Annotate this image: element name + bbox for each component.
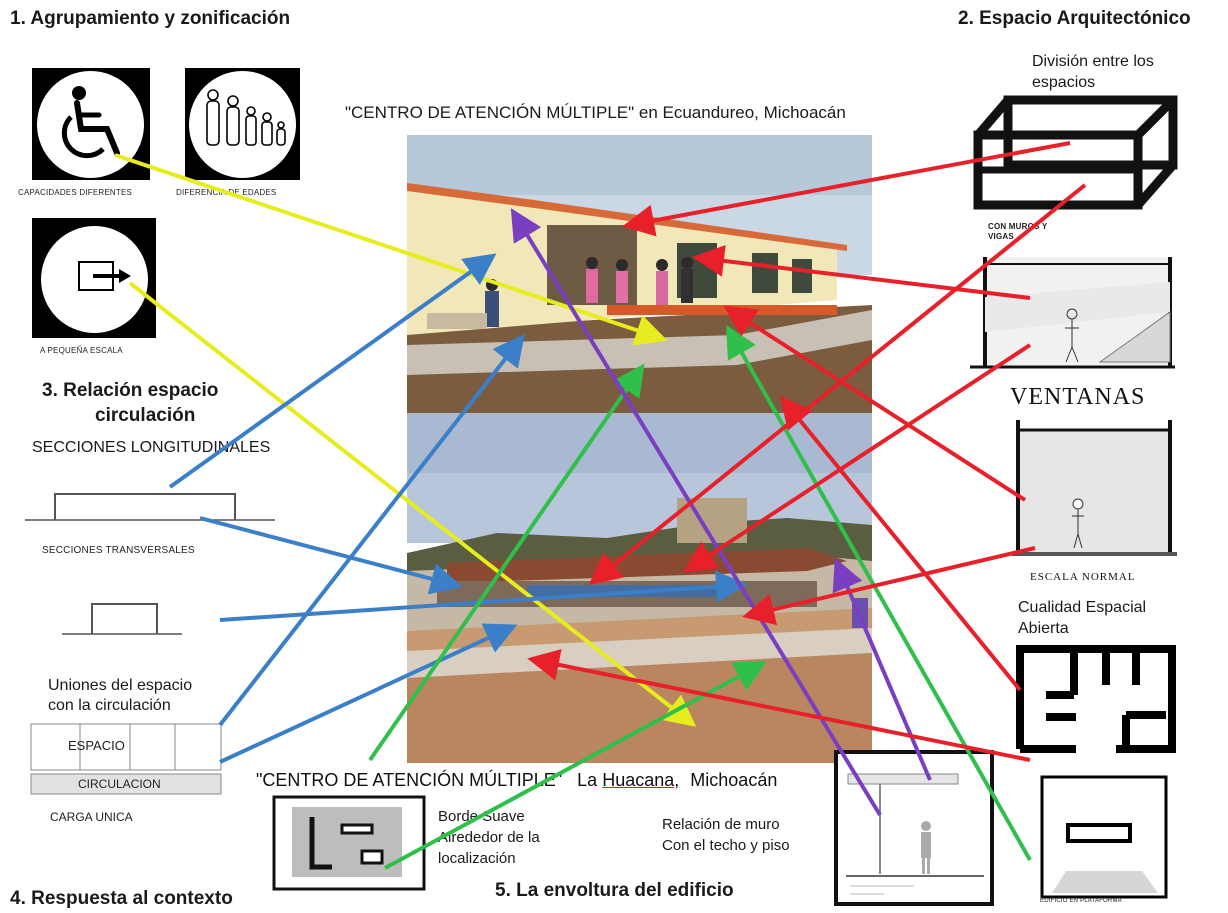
borde-label-line3: localización xyxy=(438,850,516,867)
bottom-building-photo-drawing xyxy=(407,413,872,763)
people-ages-icon xyxy=(189,71,296,178)
section-person-diagram xyxy=(970,257,1175,369)
muros-vigas-label-line2: VIGAS xyxy=(988,232,1014,241)
bottom-caption-part-a: "CENTRO DE ATENCIÓN MÚLTIPLE" xyxy=(256,770,563,790)
muros-vigas-frame-diagram xyxy=(973,95,1178,210)
icon3-caption: A PEQUEÑA ESCALA xyxy=(40,346,123,355)
espacio-circulacion-diagram xyxy=(30,723,222,795)
borde-label-line1: Borde Suave xyxy=(438,808,525,825)
door-arrow-icon xyxy=(41,226,148,333)
division-label-line1: División entre los xyxy=(1032,53,1154,70)
top-building-photo xyxy=(407,135,872,413)
section-relacion-title-line2: circulación xyxy=(95,405,196,426)
carga-unica-label: CARGA UNICA xyxy=(50,810,133,824)
people-ages-icon-drawing xyxy=(206,89,286,146)
escala-normal-label: ESCALA NORMAL xyxy=(1030,571,1136,583)
envolvente-section-diagram xyxy=(834,750,994,906)
ventanas-label: VENTANAS xyxy=(1010,384,1146,410)
section-relacion-title-line1: 3. Relación espacio xyxy=(42,380,219,401)
edificio-plataforma-diagram xyxy=(1040,775,1168,899)
icon1-caption: CAPACIDADES DIFERENTES xyxy=(18,188,133,197)
borde-label-line2: Alrededor de la xyxy=(438,829,540,846)
bottom-caption-part-c: Huacana, xyxy=(602,770,680,790)
section-respuesta-contexto-title: 4. Respuesta al contexto xyxy=(10,888,233,909)
top-photo-caption: "CENTRO DE ATENCIÓN MÚLTIPLE" en Ecuandu… xyxy=(345,103,846,122)
bottom-caption-part-d: Michoacán xyxy=(690,770,778,790)
section-envoltura-title: 5. La envoltura del edificio xyxy=(495,880,734,901)
uniones-label-line2: con la circulación xyxy=(48,697,171,714)
bottom-building-photo xyxy=(407,413,872,763)
top-building-photo-drawing xyxy=(407,135,872,413)
secciones-transversales-label: SECCIONES TRANSVERSALES xyxy=(42,545,195,556)
secciones-longitudinales-label: SECCIONES LONGITUDINALES xyxy=(32,439,271,456)
borde-suave-site-diagram xyxy=(272,795,426,891)
division-label-line2: espacios xyxy=(1032,74,1096,91)
longitudinal-section-diagram xyxy=(25,493,275,521)
ventanas-section-diagram xyxy=(1012,420,1177,556)
transversal-section-diagram xyxy=(62,603,182,635)
cualidad-label-line1: Cualidad Espacial xyxy=(1018,599,1147,616)
relacion-label-line1: Relación de muro xyxy=(662,816,780,833)
bottom-photo-caption: "CENTRO DE ATENCIÓN MÚLTIPLE" La Huacana… xyxy=(256,770,777,791)
relacion-label-line2: Con el techo y piso xyxy=(662,837,790,854)
section-espacio-arquitectonico-title: 2. Espacio Arquitectónico xyxy=(958,8,1191,29)
section-agrupamiento-title: 1. Agrupamiento y zonificación xyxy=(10,8,291,29)
pequena-escala-icon-box xyxy=(32,218,156,338)
open-plan-diagram xyxy=(1016,645,1176,753)
door-arrow-icon-drawing xyxy=(78,261,131,291)
uniones-label-line1: Uniones del espacio xyxy=(48,677,193,694)
bottom-caption-part-b: La xyxy=(577,770,598,790)
icon2-caption: DIFERENCIA DE EDADES xyxy=(176,188,277,197)
wheelchair-icon-drawing xyxy=(61,86,120,159)
circulacion-label: CIRCULACION xyxy=(78,777,161,791)
capacidades-diferentes-icon-box xyxy=(32,68,150,180)
cualidad-label-line2: Abierta xyxy=(1018,620,1069,637)
diferencia-edades-icon-box xyxy=(185,68,300,180)
wheelchair-icon xyxy=(37,71,144,178)
muros-vigas-label-line1: CON MUROS Y xyxy=(988,222,1048,231)
edificio-plataforma-label: EDIFICIO EN PLATAFORMA xyxy=(1040,898,1122,904)
espacio-label: ESPACIO xyxy=(68,738,125,753)
